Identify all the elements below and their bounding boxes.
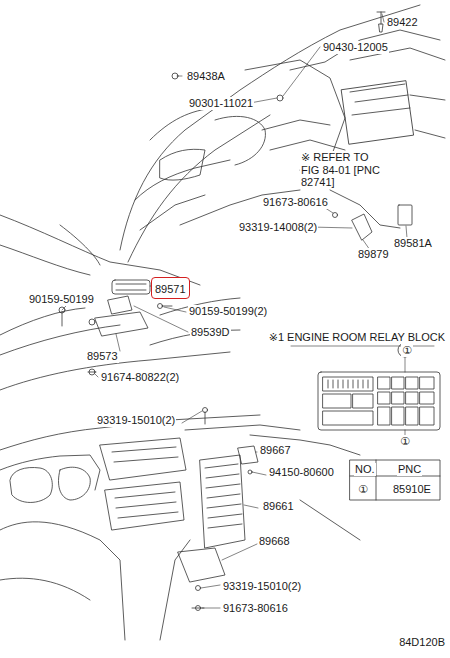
part-number: 91673-80616	[262, 196, 329, 209]
dashboard	[0, 408, 360, 641]
part-number: 91673-80616	[222, 602, 289, 615]
leader-lines	[182, 411, 266, 608]
part-number: 89581A	[393, 237, 433, 250]
part-number: 90430-12005	[322, 41, 389, 54]
part-number: 90159-50199	[28, 293, 95, 306]
part-number: 89438A	[186, 70, 226, 83]
clip-89667	[238, 446, 258, 464]
part-number: 89879	[357, 248, 390, 261]
table-cell: 85910E	[392, 483, 432, 496]
callout-number: ①	[401, 344, 413, 357]
part-number: 89667	[259, 444, 292, 457]
highlighted-part-number: 89571	[151, 277, 190, 299]
part-number: 93319-15010(2)	[222, 580, 302, 593]
bracket-89668	[178, 548, 225, 582]
part-number: 90159-50199(2)	[188, 305, 268, 318]
part-number: 93319-14008(2)	[238, 221, 318, 234]
table-cell: ①	[357, 483, 369, 496]
table-header: PNC	[397, 463, 422, 476]
ecu-89661	[200, 455, 245, 548]
part-number: 90301-11021	[188, 97, 254, 110]
sensor-89571	[112, 280, 150, 294]
bracket-89539D	[108, 296, 132, 314]
leader-lines	[177, 14, 407, 250]
callout-number: ①	[399, 435, 411, 448]
part-number: 89661	[262, 500, 295, 513]
table-header: NO.	[354, 463, 376, 476]
bracket-89573	[95, 312, 148, 336]
drawing-code: 84D120B	[398, 636, 446, 649]
part-number: 89539D	[190, 326, 231, 339]
part-number: 93319-15010(2)	[96, 414, 176, 427]
part-number: 89422	[386, 16, 419, 29]
part-number: 89571	[155, 283, 186, 295]
part-number: 94150-80600	[268, 466, 335, 479]
reference-note: ※ REFER TO FIG 84-01 [PNC 82741]	[300, 151, 390, 189]
part-number: 89573	[86, 350, 119, 363]
bumper-area	[0, 215, 240, 390]
inset-title: ※1 ENGINE ROOM RELAY BLOCK	[268, 331, 446, 344]
part-number: 91674-80822(2)	[100, 371, 180, 384]
part-number: 89668	[258, 535, 291, 548]
vehicle-front	[120, 5, 445, 262]
